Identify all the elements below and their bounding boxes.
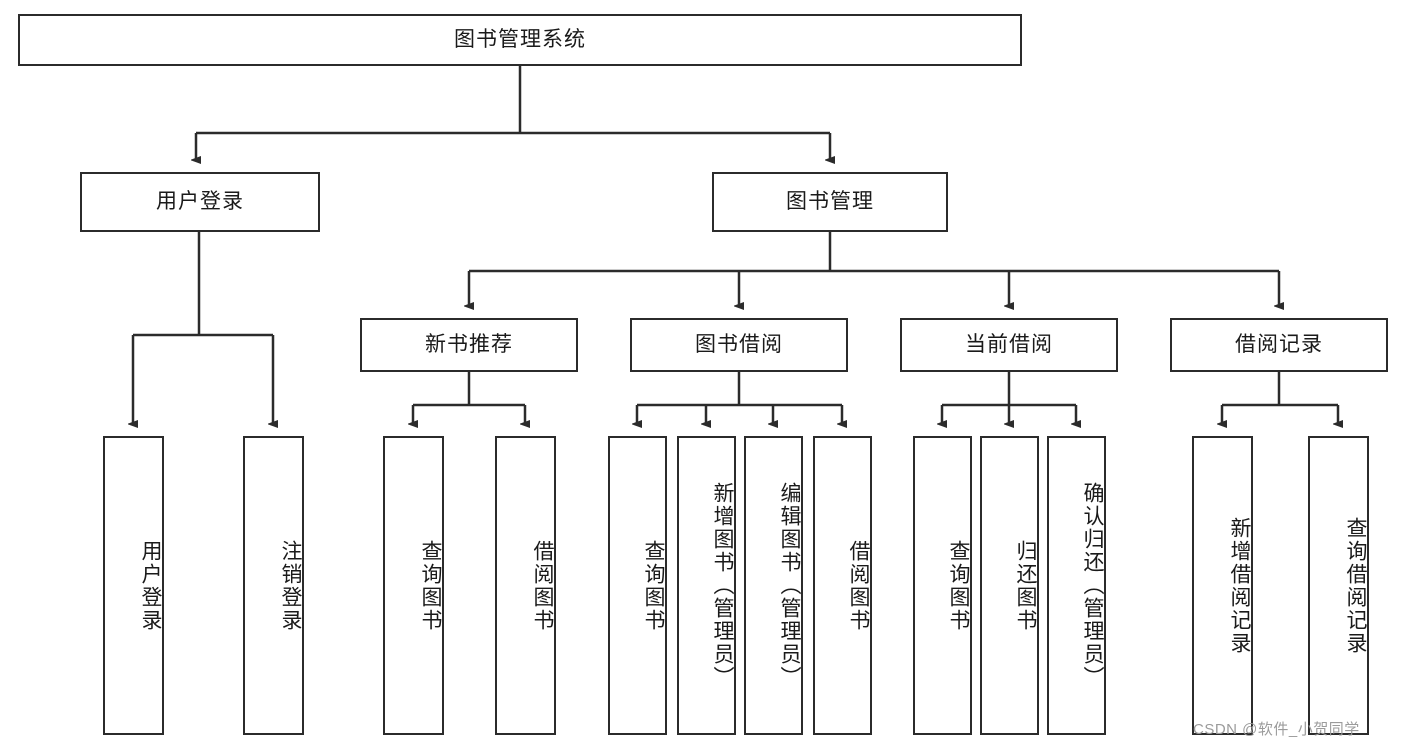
- node-label: 借阅图书: [531, 539, 554, 632]
- node-label: 查询借阅记录: [1344, 516, 1367, 655]
- node-label: 借阅记录: [1235, 332, 1323, 356]
- leaf-current-confirm-return-admin[interactable]: 确认归还（管理员）: [1047, 436, 1106, 735]
- node-user-login[interactable]: 用户登录: [80, 172, 320, 232]
- node-label: 确认归还（管理员）: [1081, 482, 1104, 689]
- node-label: 新增图书（管理员）: [711, 482, 734, 689]
- leaf-recommend-borrow-book[interactable]: 借阅图书: [495, 436, 556, 735]
- leaf-borrow-add-book-admin[interactable]: 新增图书（管理员）: [677, 436, 736, 735]
- node-book-borrow[interactable]: 图书借阅: [630, 318, 848, 372]
- node-label: 新书推荐: [425, 332, 513, 356]
- leaf-borrow-edit-book-admin[interactable]: 编辑图书（管理员）: [744, 436, 803, 735]
- leaf-borrow-lend-book[interactable]: 借阅图书: [813, 436, 872, 735]
- node-label: 图书管理系统: [454, 27, 586, 51]
- node-label: 归还图书: [1014, 539, 1037, 632]
- node-label: 查询图书: [947, 539, 970, 632]
- node-label: 编辑图书（管理员）: [778, 482, 801, 689]
- node-label: 注销登录: [279, 539, 302, 632]
- node-root-book-management-system[interactable]: 图书管理系统: [18, 14, 1022, 66]
- node-label: 查询图书: [419, 539, 442, 632]
- node-borrow-record[interactable]: 借阅记录: [1170, 318, 1388, 372]
- leaf-record-add-borrow-record[interactable]: 新增借阅记录: [1192, 436, 1253, 735]
- leaf-recommend-query-book[interactable]: 查询图书: [383, 436, 444, 735]
- node-label: 用户登录: [139, 539, 162, 632]
- leaf-borrow-query-book[interactable]: 查询图书: [608, 436, 667, 735]
- leaf-user-logout[interactable]: 注销登录: [243, 436, 304, 735]
- leaf-current-query-book[interactable]: 查询图书: [913, 436, 972, 735]
- node-new-book-recommend[interactable]: 新书推荐: [360, 318, 578, 372]
- node-label: 借阅图书: [847, 539, 870, 632]
- leaf-record-query-borrow-record[interactable]: 查询借阅记录: [1308, 436, 1369, 735]
- node-label: 图书借阅: [695, 332, 783, 356]
- leaf-user-login[interactable]: 用户登录: [103, 436, 164, 735]
- leaf-current-return-book[interactable]: 归还图书: [980, 436, 1039, 735]
- node-label: 图书管理: [786, 189, 874, 213]
- node-label: 查询图书: [642, 539, 665, 632]
- node-label: 当前借阅: [965, 332, 1053, 356]
- node-label: 用户登录: [156, 189, 244, 213]
- node-current-borrow[interactable]: 当前借阅: [900, 318, 1118, 372]
- node-book-management[interactable]: 图书管理: [712, 172, 948, 232]
- csdn-watermark: CSDN @软件_小贺同学: [1193, 721, 1360, 738]
- node-label: 新增借阅记录: [1228, 516, 1251, 655]
